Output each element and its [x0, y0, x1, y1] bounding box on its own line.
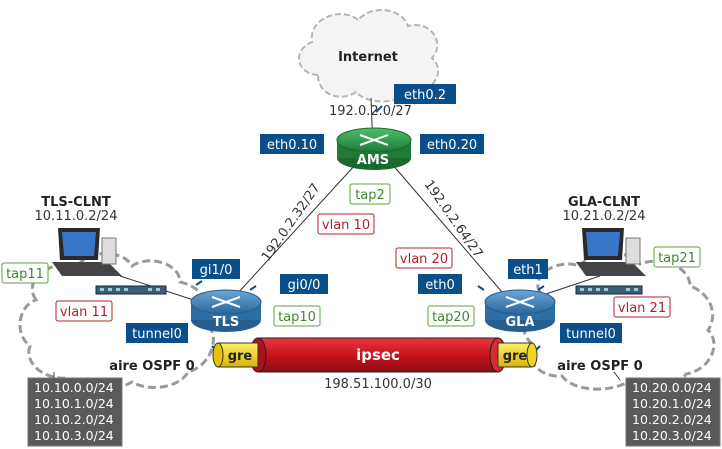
left-route-0: 10.10.0.0/24 — [34, 380, 114, 395]
vlan-10-tag: vlan 10 — [317, 213, 375, 235]
svg-text:gi0/0: gi0/0 — [288, 278, 321, 293]
svg-text:tap2: tap2 — [355, 188, 385, 203]
ipsec-label: ipsec — [356, 346, 400, 364]
iface-tls-gi1-0[interactable]: gi1/0 — [192, 259, 240, 279]
svg-text:eth0.20: eth0.20 — [427, 138, 477, 153]
svg-text:tunnel0: tunnel0 — [132, 327, 182, 342]
left-route-1: 10.10.1.0/24 — [34, 396, 114, 411]
svg-text:eth0.10: eth0.10 — [267, 138, 317, 153]
right-route-2: 10.20.2.0/24 — [632, 412, 712, 427]
iface-tls-gi0-0[interactable]: gi0/0 — [280, 274, 328, 294]
gla-clnt-name: GLA-CLNT — [568, 195, 640, 210]
tls-clnt-ip: 10.11.0.2/24 — [35, 209, 118, 224]
router-ams-icon[interactable] — [336, 127, 412, 170]
left-ospf-area-label: aire OSPF 0 — [109, 359, 194, 374]
right-ospf-cloud — [521, 251, 716, 391]
iface-ams-eth0.10[interactable]: eth0.10 — [260, 134, 324, 154]
ams-tls-network-label: 192.0.2.32/27 — [259, 181, 324, 264]
router-gla-label: GLA — [505, 315, 534, 330]
router-tls-label: TLS — [213, 315, 240, 330]
right-routes-box: 10.20.0.0/24 10.20.1.0/24 10.20.2.0/24 1… — [625, 377, 721, 447]
iface-ams-eth0.2[interactable]: eth0.2 — [394, 84, 456, 104]
router-gla-icon[interactable] — [484, 289, 556, 332]
iface-gla-eth0[interactable]: eth0 — [418, 274, 462, 294]
right-ospf-area-label: aire OSPF 0 — [557, 359, 642, 374]
iface-ams-eth0.20[interactable]: eth0.20 — [420, 134, 484, 154]
svg-text:eth0: eth0 — [425, 278, 455, 293]
ams-gla-link — [391, 163, 515, 307]
gre-pipe-left — [212, 342, 259, 368]
iface-gla-eth1[interactable]: eth1 — [508, 259, 548, 279]
svg-text:vlan 20: vlan 20 — [400, 252, 448, 267]
svg-text:tap20: tap20 — [432, 310, 470, 325]
internet-label: Internet — [338, 50, 398, 65]
left-routes-box: 10.10.0.0/24 10.10.1.0/24 10.10.2.0/24 1… — [27, 377, 123, 447]
left-route-2: 10.10.2.0/24 — [34, 412, 114, 427]
laptop-gla-clnt-icon[interactable] — [576, 228, 646, 276]
iface-tls-tunnel0[interactable]: tunnel0 — [126, 323, 188, 343]
tunnel-network-label: 198.51.100.0/30 — [324, 377, 432, 392]
iface-gla-tunnel0[interactable]: tunnel0 — [560, 323, 622, 343]
vlan-11-tag: vlan 11 — [55, 300, 113, 322]
gla-clnt-ip: 10.21.0.2/24 — [563, 209, 646, 224]
vlan-21-tag: vlan 21 — [613, 296, 671, 318]
svg-text:tap11: tap11 — [6, 267, 44, 282]
left-route-3: 10.10.3.0/24 — [34, 428, 114, 443]
svg-text:vlan 21: vlan 21 — [618, 301, 666, 316]
switch-tls-icon — [95, 285, 167, 295]
router-ams-label: AMS — [357, 153, 389, 168]
svg-text:vlan 10: vlan 10 — [322, 218, 370, 233]
svg-text:tap10: tap10 — [278, 310, 316, 325]
gre-pipe-right — [497, 342, 538, 368]
svg-text:tap21: tap21 — [658, 251, 696, 266]
gre-left-label: gre — [228, 349, 253, 364]
right-route-0: 10.20.0.0/24 — [632, 380, 712, 395]
internet-network-label: 192.0.2.0/27 — [329, 104, 412, 119]
svg-text:gi1/0: gi1/0 — [200, 263, 233, 278]
tap-gla[interactable]: tap20 — [427, 305, 475, 327]
ams-tls-link — [225, 163, 357, 307]
laptop-tls-clnt-icon[interactable] — [52, 228, 122, 276]
router-tls-icon[interactable] — [190, 289, 262, 332]
tap-tls-clnt[interactable]: tap11 — [1, 262, 49, 284]
gre-right-label: gre — [503, 349, 528, 364]
right-route-3: 10.20.3.0/24 — [632, 428, 712, 443]
tap-tls[interactable]: tap10 — [273, 305, 321, 327]
svg-text:eth0.2: eth0.2 — [404, 88, 446, 103]
tap-ams[interactable]: tap2 — [349, 183, 391, 205]
svg-text:vlan 11: vlan 11 — [60, 305, 108, 320]
tls-clnt-name: TLS-CLNT — [41, 195, 111, 210]
vlan-20-tag: vlan 20 — [395, 247, 453, 269]
internet-cloud — [298, 8, 439, 103]
right-route-1: 10.20.1.0/24 — [632, 396, 712, 411]
switch-gla-icon — [575, 285, 643, 295]
svg-text:tunnel0: tunnel0 — [566, 327, 616, 342]
svg-text:eth1: eth1 — [513, 263, 543, 278]
tap-gla-clnt[interactable]: tap21 — [653, 246, 701, 268]
